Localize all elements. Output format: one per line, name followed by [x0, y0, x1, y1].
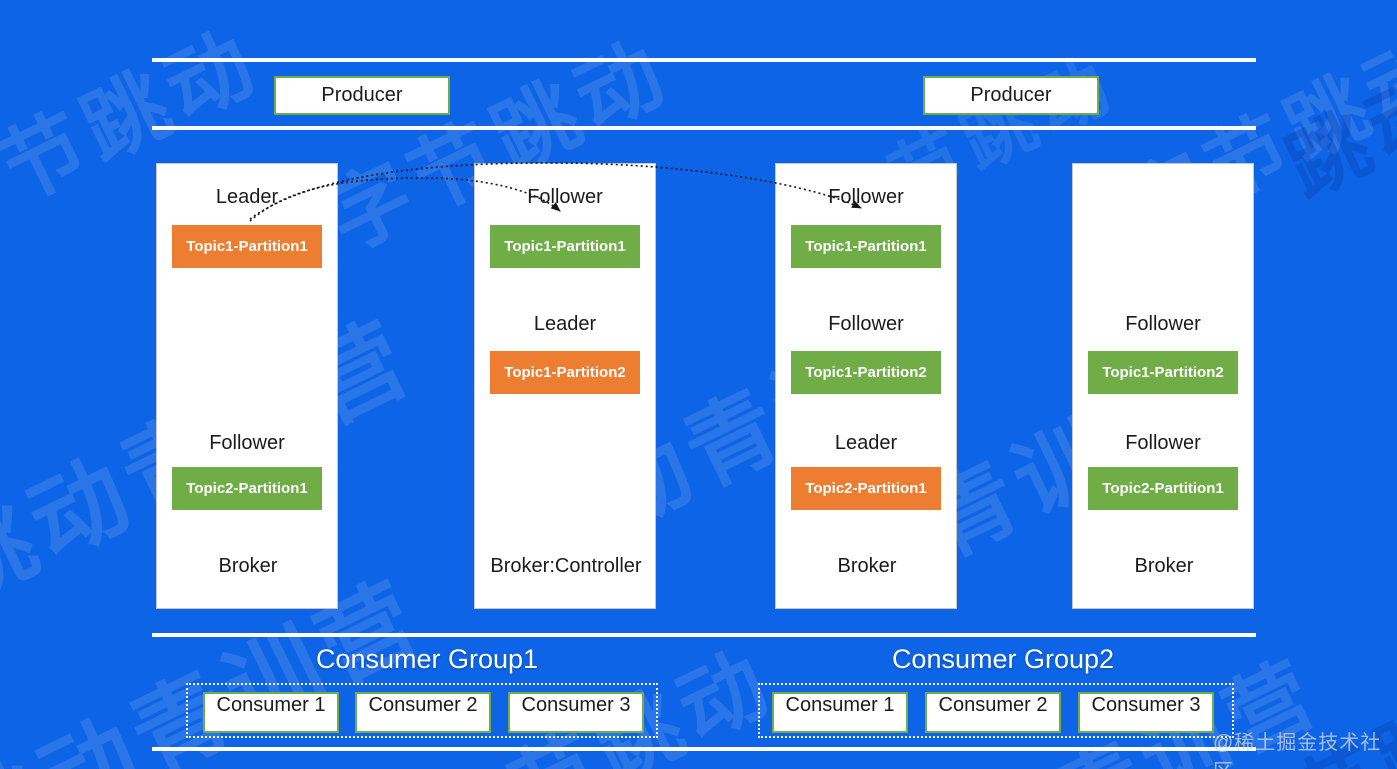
- broker-name-label: Broker: [1134, 555, 1194, 577]
- consumer-box: Consumer 3: [1078, 692, 1214, 733]
- topic-partition-box: Topic1-Partition2: [490, 351, 640, 394]
- topic-partition-box: Topic1-Partition1: [172, 225, 322, 268]
- consumer-box: Consumer 1: [203, 692, 339, 733]
- topic-partition-box: Topic1-Partition2: [791, 351, 941, 394]
- broker-name-label: Broker:Controller: [490, 555, 642, 577]
- broker-name-label: Broker: [837, 555, 897, 577]
- replica-role-label: Follower: [527, 186, 603, 208]
- topic-partition-box: Topic1-Partition1: [490, 225, 640, 268]
- consumer-group-title: Consumer Group2: [891, 644, 1115, 674]
- topic-partition-box: Topic1-Partition1: [791, 225, 941, 268]
- topic-partition-box: Topic2-Partition1: [172, 467, 322, 510]
- producer-box: Producer: [274, 76, 450, 115]
- topic-partition-box: Topic2-Partition1: [1088, 467, 1238, 510]
- replica-role-label: Leader: [215, 186, 279, 208]
- replica-role-label: Follower: [828, 313, 904, 335]
- broker-name-label: Broker: [218, 555, 278, 577]
- watermark-credit: @稀土掘金技术社区: [1213, 732, 1382, 769]
- replica-role-label: Follower: [828, 186, 904, 208]
- producer-box: Producer: [923, 76, 1099, 115]
- replica-role-label: Leader: [834, 432, 898, 454]
- replica-role-label: Follower: [1125, 313, 1201, 335]
- separator-line-below-producers: [152, 126, 1256, 130]
- consumer-box: Consumer 1: [772, 692, 908, 733]
- separator-line-top: [152, 58, 1256, 62]
- topic-partition-box: Topic2-Partition1: [791, 467, 941, 510]
- replica-role-label: Leader: [533, 313, 597, 335]
- consumer-box: Consumer 2: [355, 692, 491, 733]
- consumer-box: Consumer 2: [925, 692, 1061, 733]
- replica-role-label: Follower: [209, 432, 285, 454]
- topic-partition-box: Topic1-Partition2: [1088, 351, 1238, 394]
- consumer-box: Consumer 3: [508, 692, 644, 733]
- separator-line-bottom: [152, 747, 1256, 751]
- consumer-group-boundary: [758, 683, 1234, 738]
- consumer-group-title: Consumer Group1: [315, 644, 539, 674]
- separator-line-above-consumers: [152, 633, 1256, 637]
- replica-role-label: Follower: [1125, 432, 1201, 454]
- consumer-group-boundary: [186, 683, 658, 738]
